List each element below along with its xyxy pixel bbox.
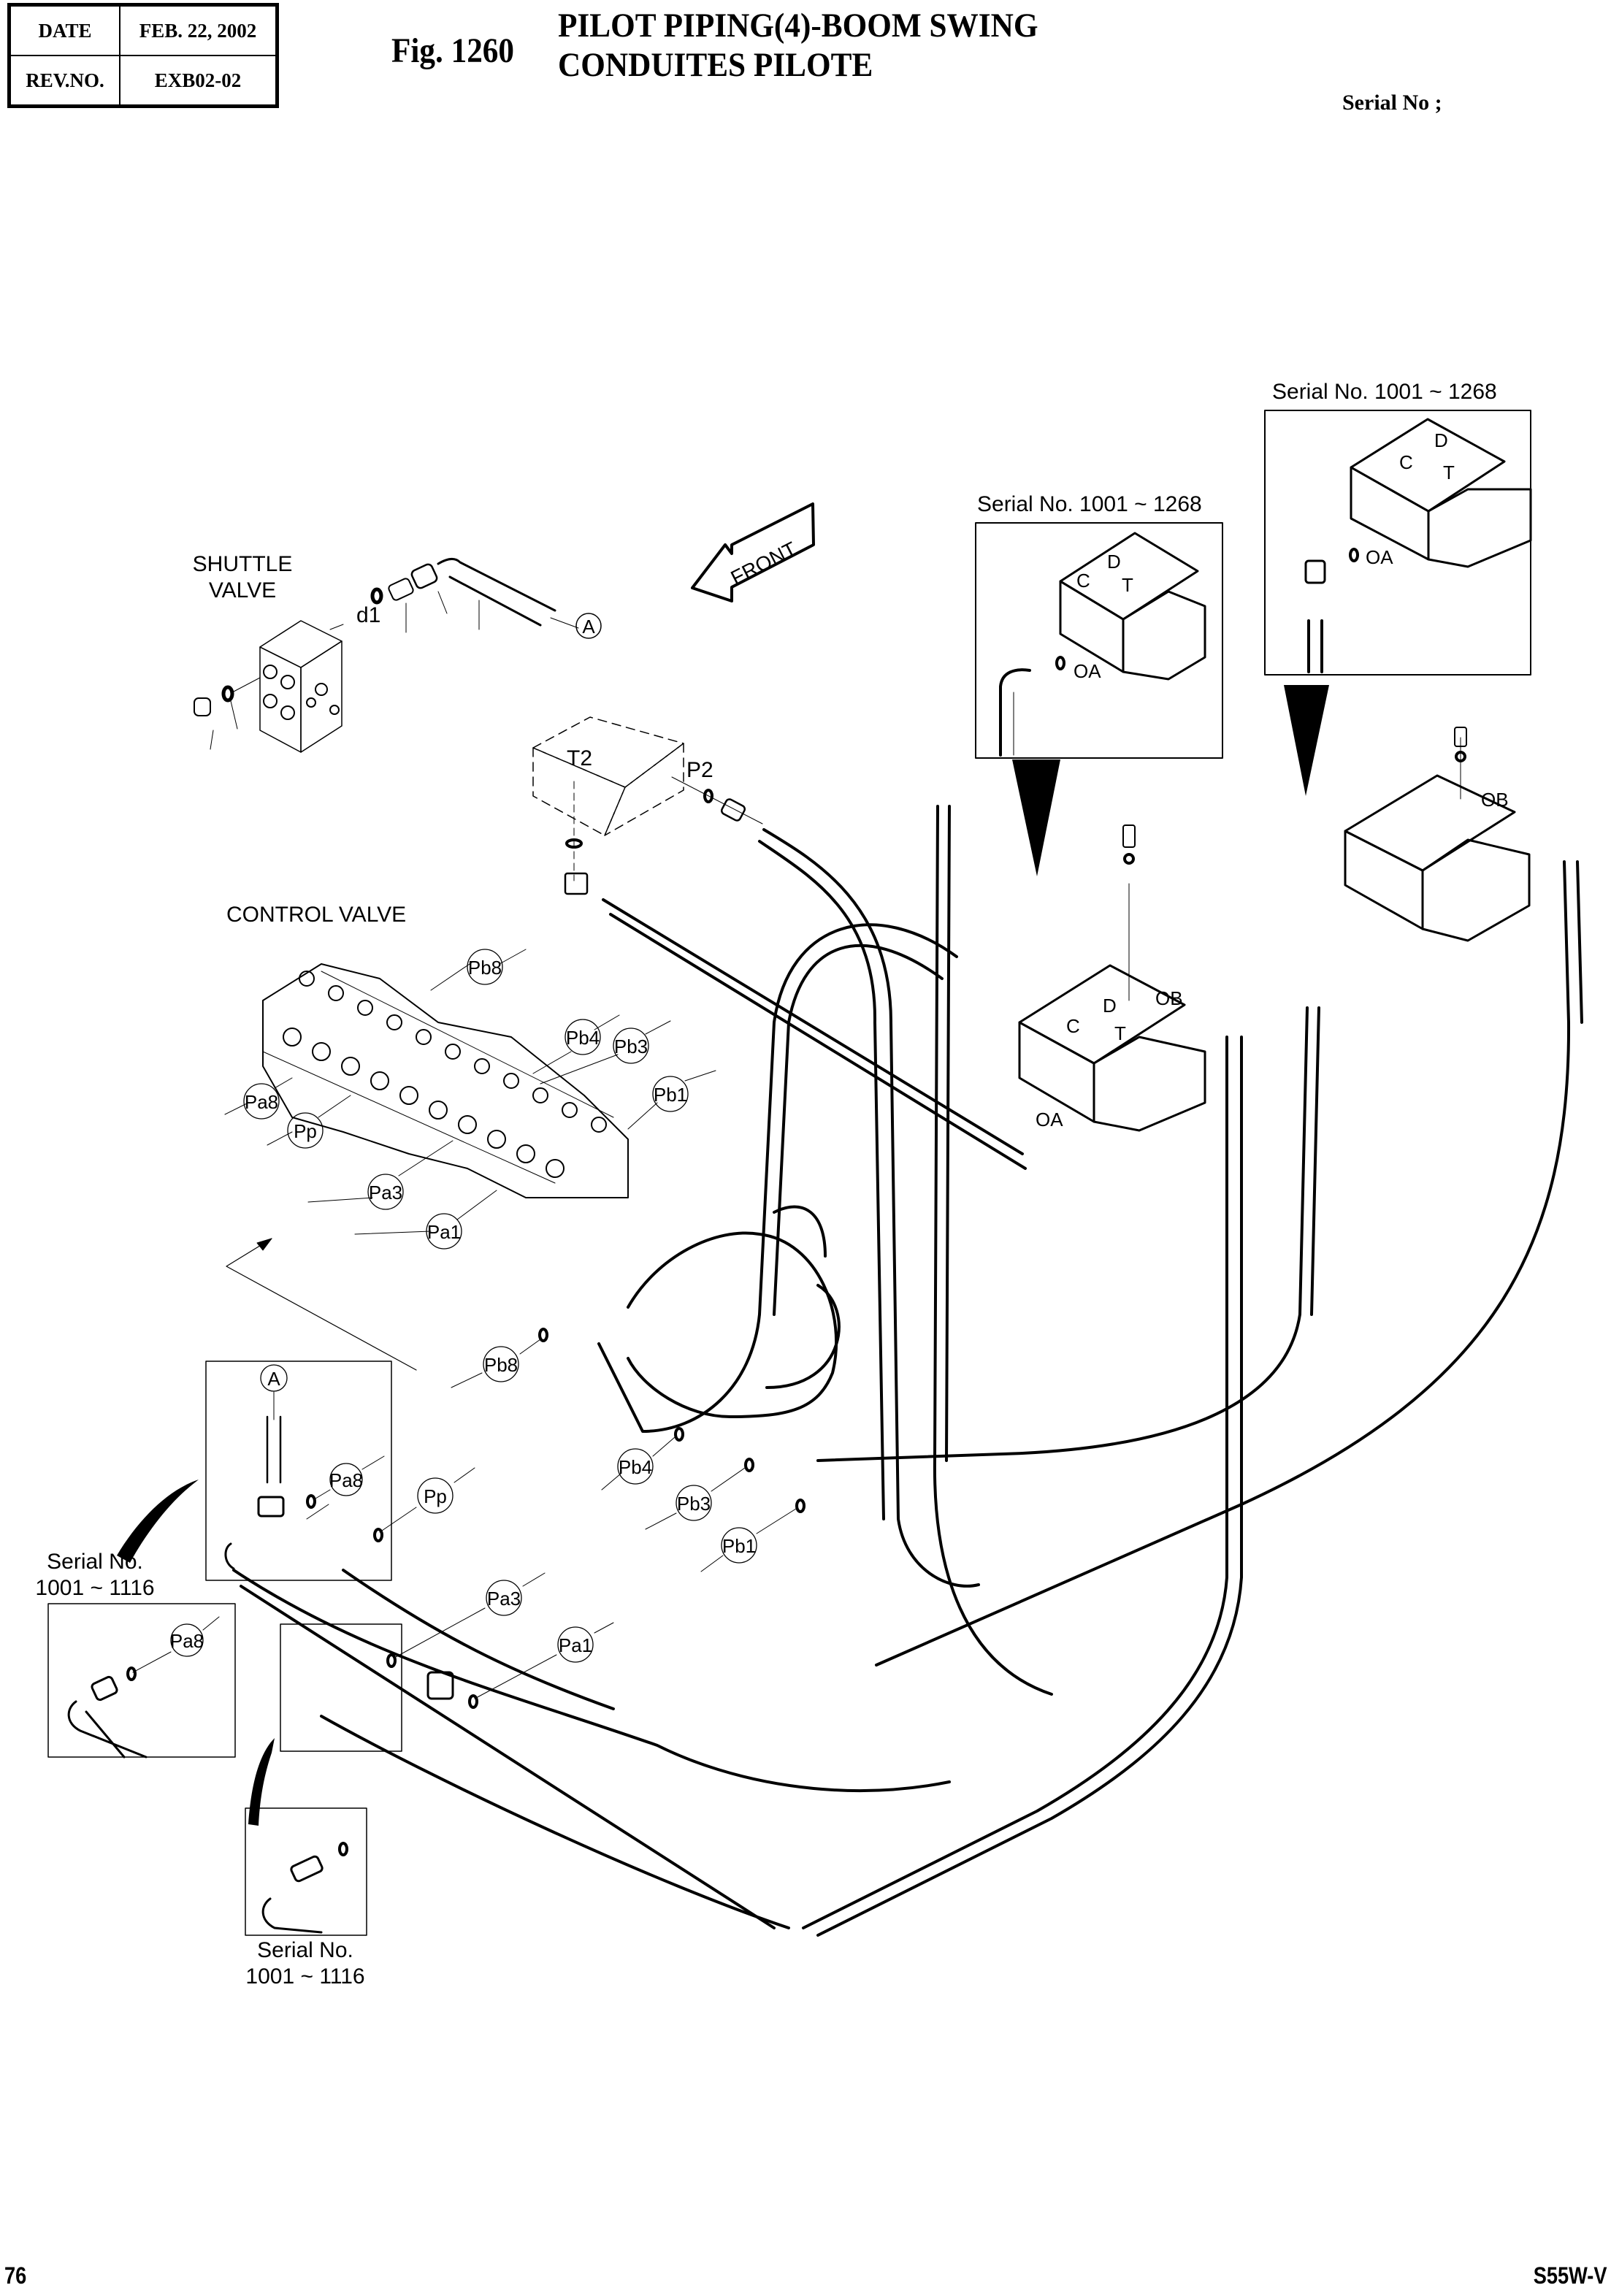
svg-text:OA: OA [1036, 1109, 1063, 1130]
title-line-1: PILOT PIPING(4)-BOOM SWING [558, 7, 1038, 45]
svg-text:Pa3: Pa3 [487, 1588, 521, 1610]
port-p2-label: P2 [686, 758, 713, 782]
callout-pa1 [426, 1213, 462, 1250]
svg-text:Pb4: Pb4 [619, 1456, 652, 1478]
revision-block: DATE FEB. 22, 2002 REV.NO. EXB02-02 [7, 3, 279, 108]
rev-value: EXB02-02 [119, 55, 278, 107]
date-label: DATE [8, 4, 120, 56]
callout-pb3-lower [676, 1485, 712, 1521]
o-ring [221, 685, 234, 703]
callout-pp-lower [417, 1477, 454, 1514]
svg-text:D: D [1107, 551, 1121, 573]
pilot-block: T2 P2 [532, 716, 763, 895]
callout-pa3 [367, 1174, 404, 1210]
shuttle-valve: SHUTTLE VALVE d1 A [193, 552, 602, 753]
shuttle-valve-label-1: SHUTTLE [193, 552, 293, 576]
svg-text:T: T [1114, 1022, 1126, 1044]
lower-callouts: Pb8 Pb4 Pb3 Pb1 Pp Pa3 Pa1 [306, 1328, 806, 1709]
page-number: 76 [4, 2262, 27, 2289]
plug [194, 697, 211, 716]
svg-text:T: T [1443, 462, 1455, 483]
inset-serial-range: 1001 ~ 1116 [245, 1964, 364, 1989]
serial-number-label: Serial No ; [1342, 91, 1442, 115]
callout-pa1-lower [557, 1626, 594, 1663]
model-number: S55W-V [1533, 2262, 1607, 2289]
svg-text:Pp: Pp [424, 1485, 447, 1507]
date-value: FEB. 22, 2002 [119, 4, 278, 56]
svg-text:D: D [1434, 429, 1448, 451]
detail-pointers [117, 685, 1329, 1826]
svg-text:Pb3: Pb3 [677, 1493, 711, 1515]
callout-pb3 [613, 1028, 649, 1064]
svg-text:Pa8: Pa8 [329, 1469, 363, 1491]
svg-text:C: C [1066, 1015, 1080, 1037]
pointer-icon [1284, 685, 1329, 796]
svg-text:OA: OA [1366, 546, 1393, 568]
callout-a-lower [260, 1364, 288, 1392]
svg-text:Pa8: Pa8 [245, 1091, 278, 1113]
svg-text:Pb3: Pb3 [614, 1036, 648, 1057]
callout-pb4 [565, 1019, 601, 1055]
svg-text:A: A [582, 616, 595, 638]
title-line-2: CONDUITES PILOTE [558, 46, 873, 84]
inset-serial-label: Serial No. 1001 ~ 1268 [1272, 380, 1497, 404]
swing-valve-right: OB [1344, 727, 1531, 942]
control-valve-label: CONTROL VALVE [226, 903, 406, 927]
swing-valve-center: D C T OB OA [1018, 824, 1206, 1132]
callout-pa8-inset [170, 1623, 204, 1657]
inset-serial-1116-b: Serial No. 1001 ~ 1116 [245, 1623, 402, 1989]
inset-serial-label: Serial No. 1001 ~ 1268 [977, 492, 1202, 516]
svg-text:OB: OB [1481, 789, 1509, 811]
callout-pb8 [467, 949, 503, 985]
callout-pb4-lower [617, 1448, 654, 1485]
callout-pb8-lower [483, 1346, 519, 1382]
svg-text:Pb1: Pb1 [654, 1084, 687, 1106]
svg-text:Pa1: Pa1 [559, 1634, 592, 1656]
hoses [232, 805, 1583, 1937]
callout-group: Pb8 Pb4 Pb3 Pb1 Pa8 Pp Pa3 Pa1 [224, 949, 716, 1371]
callout-pa8-lower [329, 1463, 363, 1496]
callout-pa8 [243, 1083, 280, 1120]
pointer-icon [248, 1738, 275, 1826]
port-d1-label: d1 [356, 603, 380, 627]
callout-a [575, 613, 602, 639]
control-valve: CONTROL VALVE [226, 903, 629, 1198]
svg-text:Pa3: Pa3 [369, 1182, 402, 1204]
inset-serial-1116-a: Serial No. 1001 ~ 1116 Pa8 [35, 1550, 236, 1759]
svg-text:Pb4: Pb4 [566, 1027, 600, 1049]
inset-serial-label: Serial No. [47, 1550, 143, 1574]
callout-pa3-lower [486, 1580, 522, 1616]
svg-text:Pa1: Pa1 [427, 1221, 461, 1243]
front-arrow-icon: FRONT [691, 502, 815, 602]
svg-text:T: T [1122, 574, 1133, 596]
svg-text:A: A [267, 1368, 280, 1390]
inset-serial-label: Serial No. [257, 1938, 353, 1962]
svg-text:Pa8: Pa8 [170, 1630, 204, 1652]
pointer-icon [117, 1480, 199, 1563]
svg-text:C: C [1076, 570, 1090, 592]
inset-a-detail: A Pa8 [205, 1361, 392, 1581]
shuttle-valve-label-2: VALVE [209, 578, 276, 602]
svg-text:OA: OA [1074, 660, 1101, 682]
svg-text:C: C [1399, 451, 1413, 473]
inset-serial-1268-b: Serial No. 1001 ~ 1268 D C T OA [1264, 380, 1532, 676]
svg-text:Pp: Pp [294, 1120, 317, 1142]
figure-number: Fig. 1260 [391, 31, 514, 70]
callout-pb1-lower [721, 1527, 757, 1564]
inset-serial-1268-a: Serial No. 1001 ~ 1268 D C T OA [975, 492, 1223, 759]
pointer-icon [1012, 759, 1060, 876]
rev-label: REV.NO. [8, 55, 120, 107]
inset-serial-range: 1001 ~ 1116 [35, 1576, 154, 1600]
svg-text:Pb8: Pb8 [484, 1354, 518, 1376]
svg-text:OB: OB [1155, 987, 1183, 1009]
svg-text:Pb1: Pb1 [722, 1535, 756, 1557]
figure-title: PILOT PIPING(4)-BOOM SWING CONDUITES PIL… [558, 6, 1038, 85]
callout-pp [287, 1112, 324, 1149]
svg-text:Pb8: Pb8 [468, 957, 502, 979]
port-t2-label: T2 [567, 746, 592, 770]
callout-pb1 [652, 1076, 689, 1112]
svg-text:D: D [1103, 995, 1117, 1017]
